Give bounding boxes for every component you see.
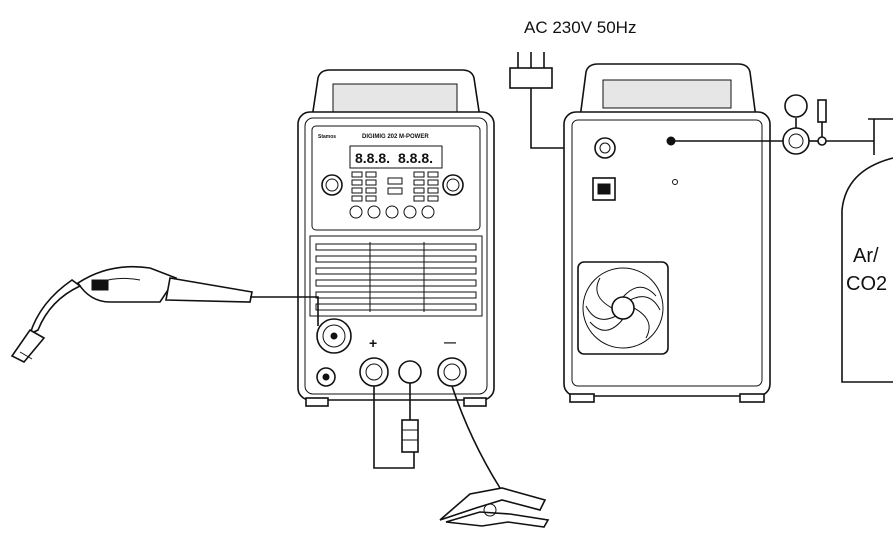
polarity-plug [401, 419, 419, 453]
terminal-minus [437, 357, 467, 387]
power-supply-label: AC 230V 50Hz [524, 18, 636, 37]
welder-front-icon: Stamos DIGIMIG 202 M-POWER 8.8.8. 8.8.8. [297, 69, 495, 407]
cooling-fan-icon [577, 261, 669, 355]
polarity-socket [398, 360, 422, 384]
right-knob [442, 174, 464, 196]
ground-cable [451, 385, 501, 489]
front-brand-label: Stamos [318, 134, 336, 140]
welder-back-icon [563, 63, 771, 403]
mig-torch-icon [10, 265, 253, 363]
left-knob [321, 174, 343, 196]
plus-to-polarity-cable [373, 386, 415, 469]
display-left: 8.8.8. [355, 150, 390, 166]
ground-clamp-icon [439, 487, 550, 528]
pressure-regulator-icon [782, 94, 874, 155]
gas-label-line2: CO2 [846, 273, 887, 295]
display-right: 8.8.8. [398, 150, 433, 166]
torch-cable [250, 296, 319, 326]
gas-cylinder-icon [841, 118, 893, 383]
gas-label-line1: Ar/ [853, 245, 879, 267]
terminal-plus-label: + [369, 335, 377, 351]
terminal-minus-label: — [444, 335, 456, 349]
power-plug-icon [509, 52, 553, 98]
front-model-label: DIGIMIG 202 M-POWER [362, 134, 429, 140]
terminal-plus [359, 357, 389, 387]
